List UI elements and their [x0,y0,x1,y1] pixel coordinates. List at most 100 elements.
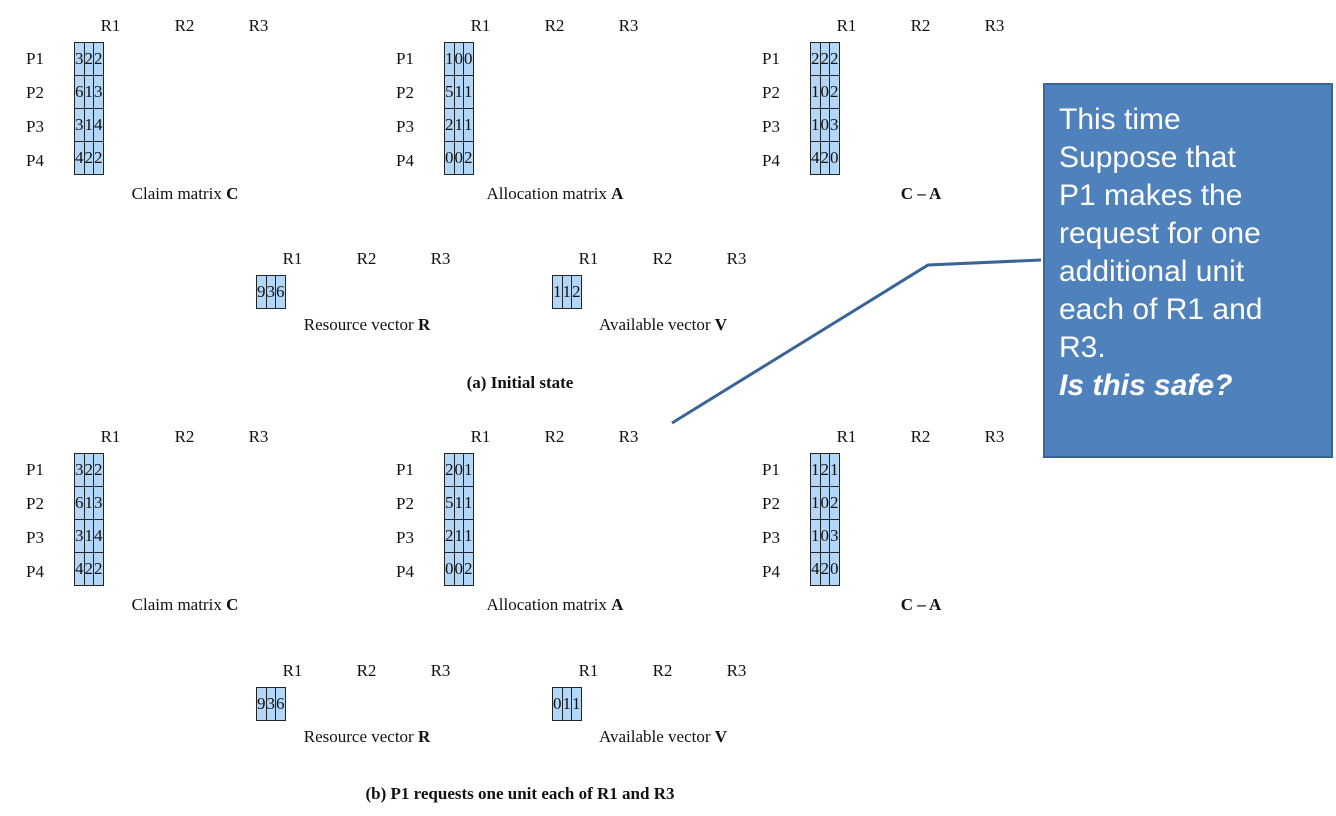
row-label: P1 [396,460,414,479]
column-header: R3 [618,427,639,446]
matrix-cell: 3 [265,275,276,309]
matrix-cell: 2 [93,552,104,586]
matrix-cell: 2 [810,42,821,76]
matrix-cell: 2 [819,453,830,487]
matrix-cell: 1 [463,486,474,520]
matrix-cell: 3 [74,453,85,487]
caption-text: Claim matrix [131,184,222,203]
matrix-cell: 0 [453,141,464,175]
callout-line: P1 makes the [1059,179,1243,212]
callout-line: R3. [1059,331,1106,364]
row-label: P2 [396,83,414,102]
row-label: P3 [762,528,780,547]
matrix-cell: 0 [819,486,830,520]
matrix-cell: 1 [552,275,563,309]
caption-text: Resource vector [303,727,414,746]
matrix-caption: Available vector V [552,315,774,335]
matrix-cell: 6 [275,275,286,309]
matrix-cell: 1 [463,108,474,142]
matrix-cell: 2 [819,141,830,175]
matrix-cell: 1 [571,687,582,721]
column-header: R3 [248,16,269,35]
matrix-cell: 2 [571,275,582,309]
row-label: P3 [26,528,44,547]
row-label: P4 [26,562,44,581]
matrix-cell: 2 [444,519,455,553]
matrix-caption: C – A [810,184,1032,204]
row-label: P4 [762,562,780,581]
matrix-cell: 3 [93,486,104,520]
column-header: R3 [618,16,639,35]
row-label: P4 [396,562,414,581]
column-header: R2 [174,16,195,35]
matrix-cell: 3 [74,42,85,76]
row-label: P1 [762,460,780,479]
column-header: R1 [578,249,599,268]
column-header: R2 [652,661,673,680]
caption-symbol: V [714,315,728,334]
matrix-cell: 2 [83,141,94,175]
row-label: P4 [396,151,414,170]
matrix-cell: 5 [444,75,455,109]
matrix-cell: 3 [265,687,276,721]
caption-symbol: A [611,184,624,203]
matrix-caption: Resource vector R [256,727,478,747]
row-label: P1 [26,460,44,479]
caption-text: Claim matrix [131,595,222,614]
matrix-cell: 1 [463,453,474,487]
matrix-cell: 1 [83,108,94,142]
matrix-cell: 1 [810,75,821,109]
caption-text: Allocation matrix [486,595,607,614]
row-label: P3 [396,528,414,547]
matrix-caption: Claim matrix C [74,184,296,204]
column-header: R1 [470,16,491,35]
matrix-cell: 2 [83,42,94,76]
callout-line: additional unit [1059,255,1245,288]
matrix-cell: 2 [463,552,474,586]
matrix-cell: 0 [819,519,830,553]
matrix-caption: Claim matrix C [74,595,296,615]
matrix-cell: 4 [74,552,85,586]
row-label: P1 [396,49,414,68]
matrix-cell: 2 [819,552,830,586]
caption-text: Resource vector [303,315,414,334]
column-header: R1 [282,661,303,680]
matrix-cell: 0 [819,108,830,142]
column-header: R2 [910,427,931,446]
matrix-cell: 1 [83,519,94,553]
matrix-cell: 1 [810,453,821,487]
matrix-cell: 1 [810,486,821,520]
matrix-cell: 3 [829,108,840,142]
column-header: R1 [578,661,599,680]
caption-text: C – A [900,595,942,614]
matrix-cell: 0 [819,75,830,109]
column-header: R3 [984,16,1005,35]
caption-text: Allocation matrix [486,184,607,203]
matrix-cell: 1 [561,687,572,721]
column-header: R1 [100,16,121,35]
matrix-cell: 4 [810,552,821,586]
matrix-cell: 3 [829,519,840,553]
matrix-cell: 6 [74,75,85,109]
column-header: R1 [836,16,857,35]
matrix-cell: 2 [819,42,830,76]
matrix-cell: 0 [829,552,840,586]
